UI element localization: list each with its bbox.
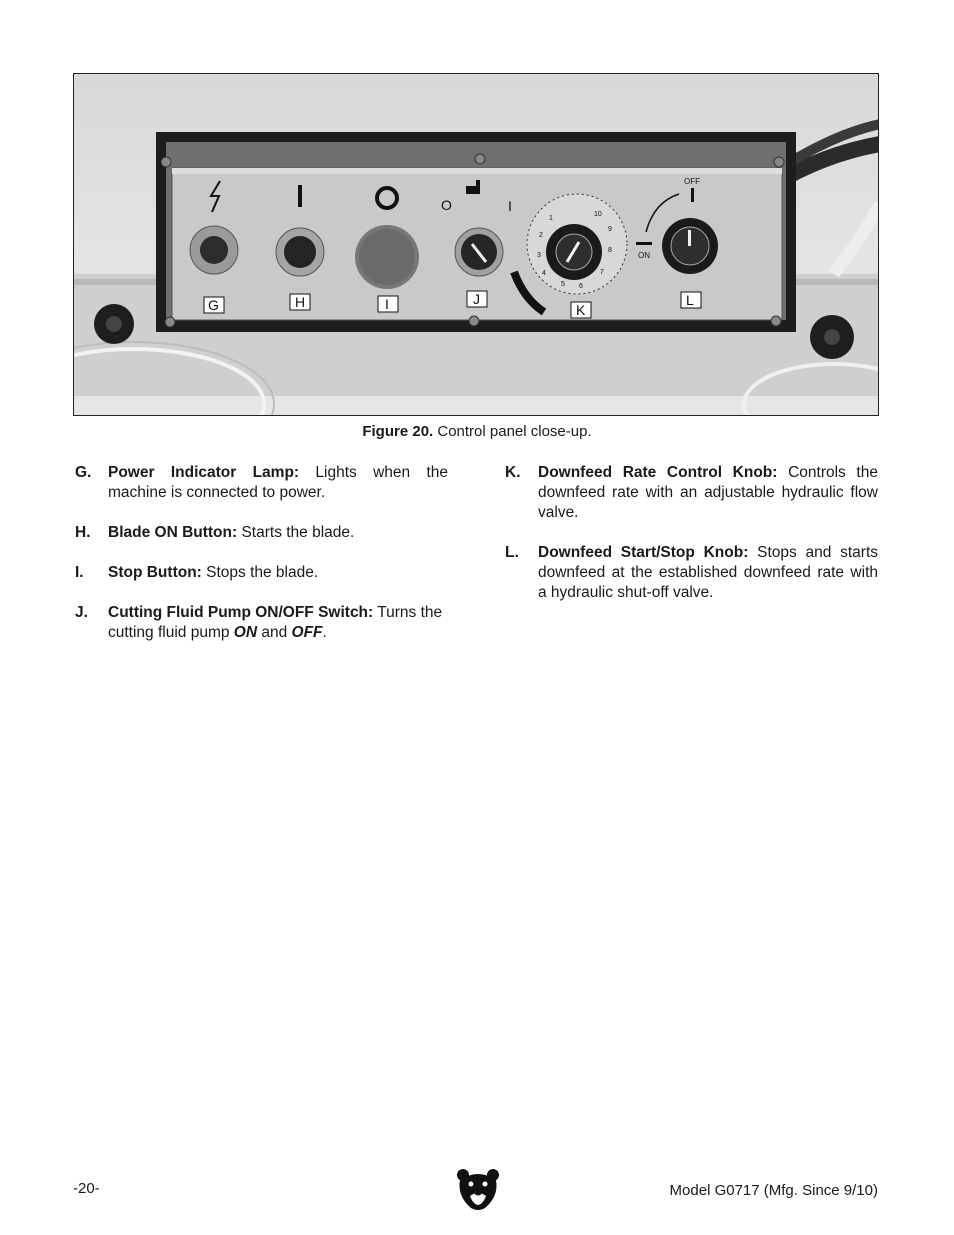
bear-head-logo-icon (457, 1169, 499, 1210)
svg-text:1: 1 (549, 215, 553, 222)
svg-text:9: 9 (608, 226, 612, 233)
svg-text:3: 3 (537, 252, 541, 259)
svg-text:G: G (208, 297, 219, 313)
item-description: Starts the blade. (237, 524, 355, 541)
callout-k: K (570, 301, 592, 319)
svg-text:5: 5 (561, 281, 565, 288)
item-description: Stops the blade. (201, 564, 319, 581)
svg-text:I: I (385, 296, 389, 312)
svg-text:H: H (295, 294, 305, 310)
list-item: I.Stop Button: Stops the blade. (75, 564, 319, 581)
callout-l: L (680, 291, 702, 309)
knob-on-label: ON (638, 251, 650, 260)
svg-text:8: 8 (608, 247, 612, 254)
list-item: L.Downfeed Start/Stop Knob: Stops and st… (505, 544, 878, 601)
svg-text:J: J (473, 291, 480, 307)
callout-j: J (466, 290, 488, 308)
svg-text:7: 7 (600, 269, 604, 276)
page-number: -20- (73, 1180, 100, 1197)
item-description: Lights when the machine is connected to … (108, 464, 448, 501)
figure-caption: Figure 20. Control panel close-up. (0, 423, 954, 440)
svg-text:K: K (576, 302, 586, 318)
figure-caption-text: Control panel close-up. (433, 423, 592, 440)
switch-on-mark: I (508, 198, 512, 214)
list-item: G.Power Indicator Lamp: Lights when the … (75, 464, 448, 501)
callout-g: G (203, 296, 225, 314)
control-panel-illustration: O I 4 3 2 1 5 6 7 8 9 10 OFF (74, 119, 878, 415)
item-term: Downfeed Start/Stop Knob: (538, 544, 749, 561)
item-term: Blade ON Button: (108, 524, 238, 541)
model-label: Model G0717 (Mfg. Since 9/10) (669, 1182, 878, 1199)
stop-button (355, 186, 419, 289)
callout-h: H (289, 293, 311, 311)
svg-text:2: 2 (539, 232, 543, 239)
item-description: Turns the cutting fluid pump (108, 604, 443, 641)
list-item: K.Downfeed Rate Control Knob: Controls t… (505, 464, 878, 521)
item-description: Stops and starts downfeed at the establi… (538, 544, 878, 601)
item-term: Cutting Fluid Pump ON/OFF Switch: (108, 604, 374, 621)
power-indicator-lamp (189, 180, 239, 275)
downfeed-rate-control-knob: 4 3 2 1 5 6 7 8 9 10 (510, 193, 628, 316)
item-description: Controls the downfeed rate with an adjus… (538, 464, 878, 521)
svg-text:4: 4 (542, 270, 546, 277)
list-item: J.Cutting Fluid Pump ON/OFF Switch: Turn… (75, 604, 443, 641)
list-item: H.Blade ON Button: Starts the blade. (75, 524, 355, 541)
blade-on-button (275, 185, 325, 277)
item-term: Stop Button: (108, 564, 202, 581)
right-star-knob (810, 315, 854, 359)
left-star-knob (94, 304, 134, 344)
downfeed-start-stop-knob: OFF ON (636, 177, 718, 274)
callout-i: I (377, 295, 399, 313)
item-term: Power Indicator Lamp: (108, 464, 300, 481)
cutting-fluid-pump-switch: O I (441, 180, 512, 277)
figure-photo: O I 4 3 2 1 5 6 7 8 9 10 OFF (73, 73, 879, 416)
left-column: G.Power Indicator Lamp: Lights when the … (75, 463, 448, 663)
item-term: Downfeed Rate Control Knob: (538, 464, 778, 481)
figure-caption-label: Figure 20. (362, 423, 434, 440)
svg-text:6: 6 (579, 283, 583, 290)
svg-text:10: 10 (594, 211, 602, 218)
right-column: K.Downfeed Rate Control Knob: Controls t… (505, 463, 878, 623)
switch-off-mark: O (441, 197, 452, 213)
knob-off-label: OFF (684, 177, 700, 186)
svg-text:L: L (686, 292, 694, 308)
